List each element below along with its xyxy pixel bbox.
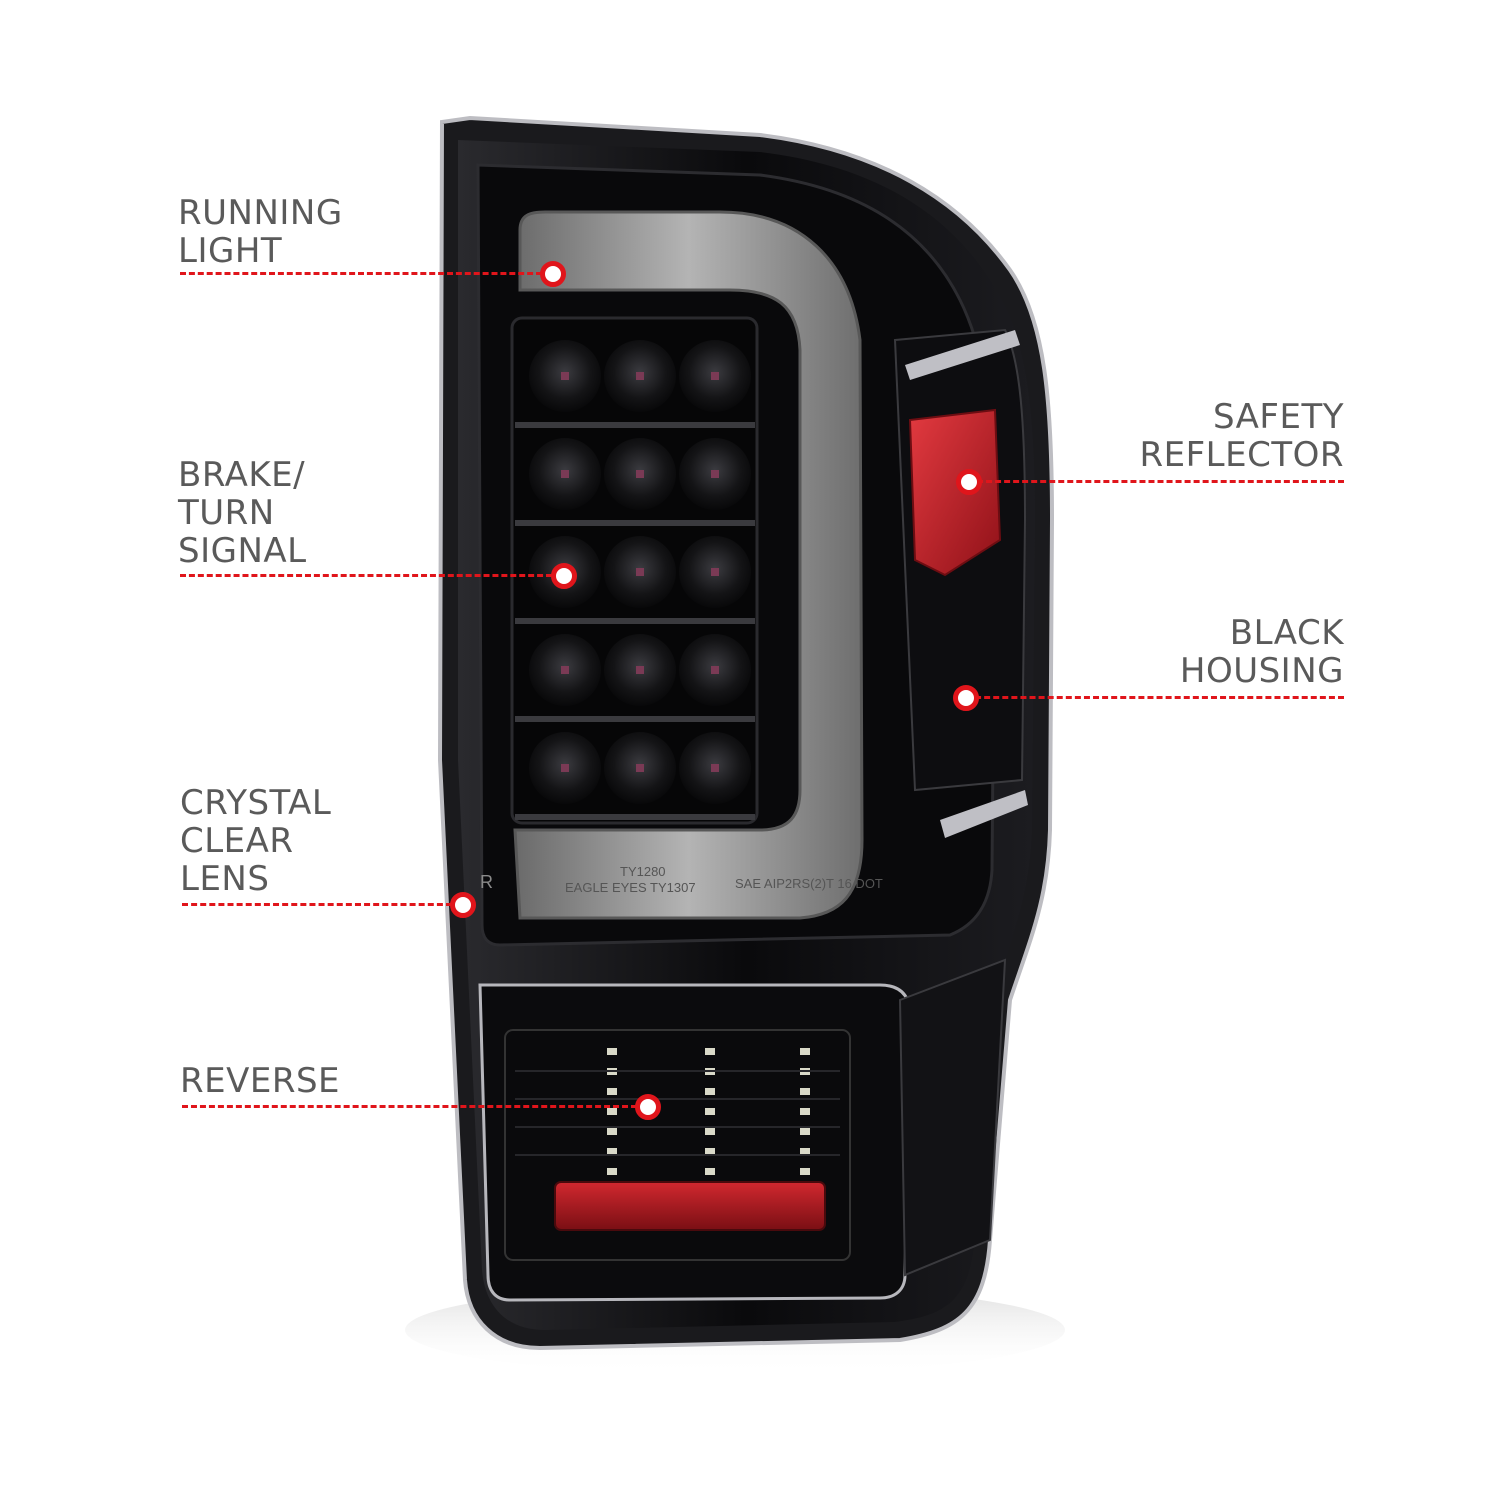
lens-marking-3: SAE AIP2RS(2)T 16 DOT — [735, 876, 883, 891]
label-black-housing: BLACK HOUSING — [1179, 613, 1344, 691]
reverse-grid-line — [515, 1070, 840, 1072]
label-running-light: RUNNING LIGHT — [178, 193, 343, 271]
reverse-led-chip — [705, 1168, 715, 1175]
reverse-led-chip — [607, 1168, 617, 1175]
led-row-divider — [515, 422, 755, 428]
reverse-red-bar — [554, 1181, 826, 1231]
brake-led-chip — [561, 666, 569, 674]
reverse-led-chip — [705, 1128, 715, 1135]
brake-led-chip — [561, 372, 569, 380]
marker-brake-turn-signal — [551, 563, 577, 589]
marker-black-housing — [953, 685, 979, 711]
brake-led-chip — [636, 372, 644, 380]
brake-led-chip — [711, 568, 719, 576]
side-chrome-strip — [905, 330, 1020, 380]
reverse-grid-line — [515, 1126, 840, 1128]
brake-led-chip — [561, 764, 569, 772]
leader-black-housing — [966, 696, 1344, 699]
label-reverse: REVERSE — [180, 1061, 341, 1101]
reverse-led-chip — [705, 1088, 715, 1095]
lower-right-panel — [898, 958, 1007, 1277]
led-row-divider — [515, 520, 755, 526]
reverse-led-chip — [705, 1108, 715, 1115]
label-safety-reflector: SAFETY REFLECTOR — [1139, 397, 1344, 475]
side-chrome-strip-lower — [940, 790, 1028, 838]
reverse-led-chip — [607, 1108, 617, 1115]
reverse-grid-line — [515, 1098, 840, 1100]
reverse-led-chip — [607, 1148, 617, 1155]
lens-side-mark: R — [480, 872, 493, 892]
brake-led-chip — [711, 764, 719, 772]
leader-brake-turn-signal — [180, 574, 552, 577]
reverse-led-chip — [607, 1048, 617, 1055]
led-row-divider — [515, 716, 755, 722]
lens-marking-2: EAGLE EYES TY1307 — [565, 880, 696, 895]
label-crystal-clear-lens: CRYSTAL CLEAR LENS — [180, 783, 332, 899]
reverse-led-chip — [800, 1168, 810, 1175]
reverse-led-chip — [800, 1108, 810, 1115]
brake-led-chip — [711, 470, 719, 478]
reverse-led-chip — [800, 1088, 810, 1095]
reverse-grid-line — [515, 1154, 840, 1156]
led-grid — [510, 316, 759, 825]
brake-led-chip — [636, 764, 644, 772]
reverse-led-chip — [800, 1128, 810, 1135]
reverse-led-chip — [607, 1128, 617, 1135]
brake-led-chip — [711, 372, 719, 380]
leader-crystal-clear-lens — [182, 903, 452, 906]
marker-running-light — [540, 261, 566, 287]
marker-safety-reflector — [956, 469, 982, 495]
brake-led-chip — [636, 568, 644, 576]
label-brake-turn-signal: BRAKE/ TURN SIGNAL — [178, 455, 307, 571]
reverse-led-chip — [800, 1048, 810, 1055]
led-row-divider — [515, 618, 755, 624]
led-row-divider — [515, 814, 755, 820]
brake-led-chip — [636, 470, 644, 478]
leader-reverse — [182, 1105, 637, 1108]
brake-led-chip — [561, 470, 569, 478]
lens-marking-1: TY1280 — [620, 864, 666, 879]
brake-led-chip — [636, 666, 644, 674]
reverse-led-chip — [607, 1088, 617, 1095]
leader-safety-reflector — [968, 480, 1344, 483]
reverse-led-chip — [800, 1148, 810, 1155]
marker-crystal-clear-lens — [450, 892, 476, 918]
reverse-led-array — [515, 1048, 840, 1175]
leader-running-light — [180, 272, 542, 275]
brake-led-chip — [711, 666, 719, 674]
safety-reflector — [908, 408, 1002, 577]
reverse-led-chip — [705, 1048, 715, 1055]
reverse-led-chip — [705, 1148, 715, 1155]
marker-reverse — [635, 1094, 661, 1120]
